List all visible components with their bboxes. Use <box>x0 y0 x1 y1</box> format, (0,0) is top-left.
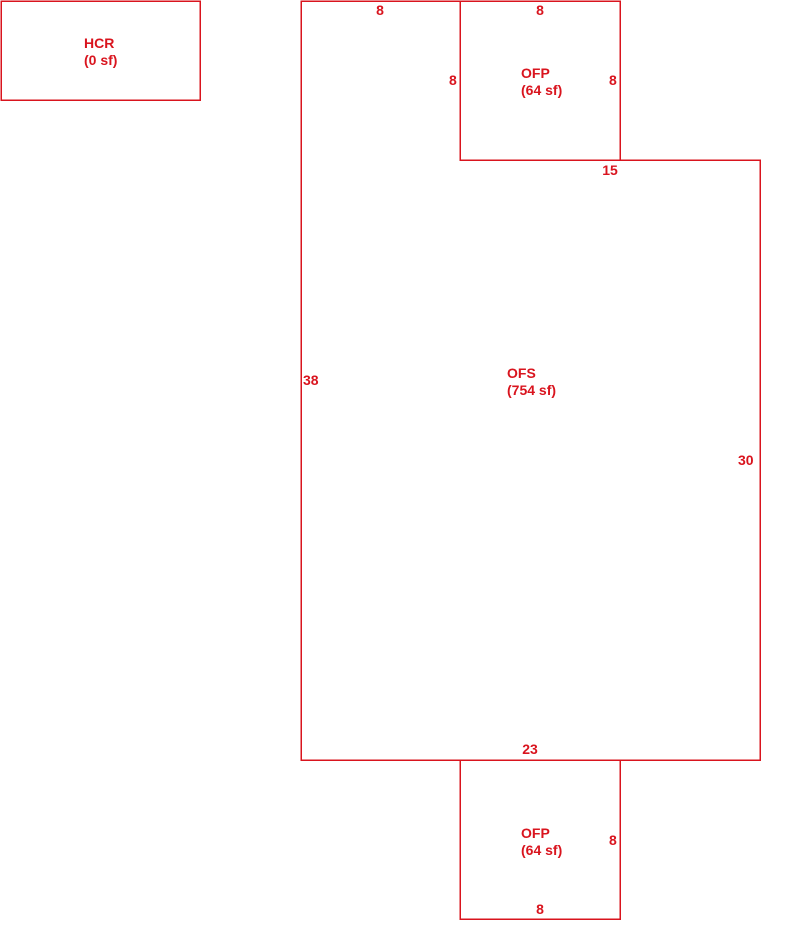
ofp-bottom-size: (64 sf) <box>521 842 562 858</box>
ofp-top-area: OFP (64 sf) <box>459 0 621 161</box>
ofp-top-size: (64 sf) <box>521 82 562 98</box>
dim-ofp-bottom-right: 8 <box>609 832 617 848</box>
ofp-top-name: OFP <box>521 65 550 81</box>
dimension-labels: 8 8 8 8 15 38 30 23 8 8 <box>303 2 754 917</box>
hcr-name: HCR <box>84 35 114 51</box>
ofs-name: OFS <box>507 365 536 381</box>
ofp-bottom-outline <box>459 759 621 920</box>
ofs-size: (754 sf) <box>507 382 556 398</box>
dim-ofs-step: 15 <box>602 162 618 178</box>
ofs-area: OFS (754 sf) <box>300 0 761 761</box>
dim-ofp-bottom-bottom: 8 <box>536 901 544 917</box>
hcr-outline <box>0 0 201 101</box>
dim-ofp-top-right: 8 <box>609 72 617 88</box>
dim-ofs-right: 30 <box>738 452 754 468</box>
dim-ofp-top-top: 8 <box>536 2 544 18</box>
dim-ofs-bottom: 23 <box>522 741 538 757</box>
ofp-bottom-name: OFP <box>521 825 550 841</box>
ofp-bottom-area: OFP (64 sf) <box>459 759 621 920</box>
dim-ofs-top-left: 8 <box>376 2 384 18</box>
hcr-area: HCR (0 sf) <box>0 0 201 101</box>
hcr-size: (0 sf) <box>84 52 117 68</box>
ofp-top-outline <box>459 0 621 161</box>
dim-ofp-top-left: 8 <box>449 72 457 88</box>
dim-ofs-left: 38 <box>303 372 319 388</box>
